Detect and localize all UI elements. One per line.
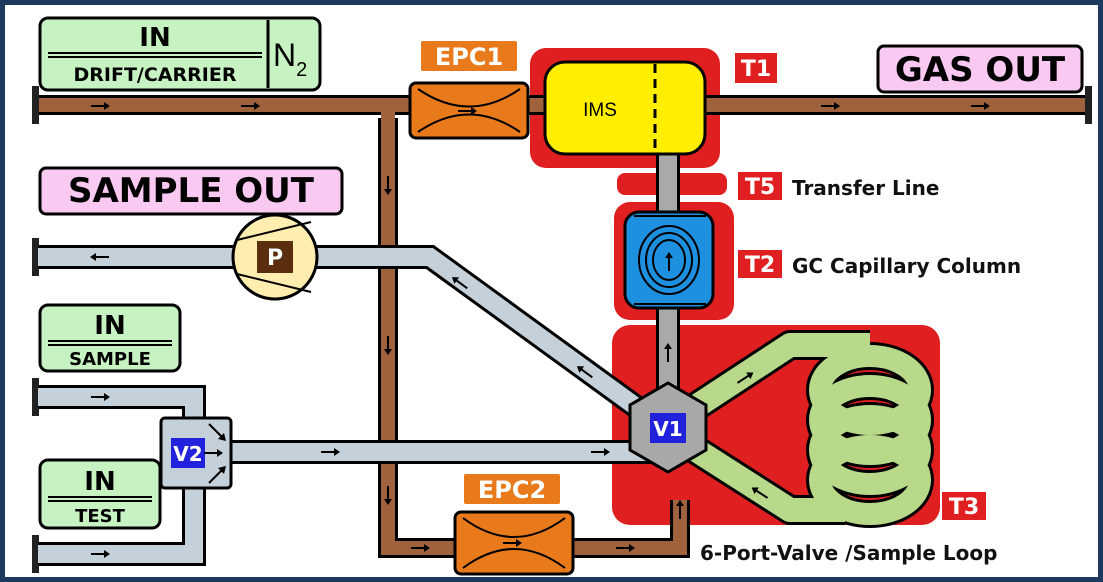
- in-test-label: IN: [84, 467, 115, 497]
- pump-label: P: [267, 246, 283, 271]
- epc2-controller: EPC2: [453, 474, 575, 576]
- t3-badge: [942, 492, 986, 520]
- in-drift-carrier-box: IN DRIFT/CARRIER N2: [38, 16, 322, 92]
- valve-loop-label: 6-Port-Valve /Sample Loop: [700, 541, 997, 565]
- in-sample-label: IN: [94, 311, 125, 341]
- cap-drift-in: [32, 86, 39, 124]
- v2-label: V2: [173, 442, 202, 466]
- gas-out-box: [876, 44, 1084, 94]
- sample-loop: [659, 330, 934, 528]
- cap-sample-in: [32, 378, 39, 416]
- transfer-line-label: Transfer Line: [792, 176, 939, 200]
- n2-label: N2: [273, 37, 307, 81]
- sample-out-label: SAMPLE OUT: [68, 171, 315, 211]
- drift-carrier-label: DRIFT/CARRIER: [74, 64, 237, 86]
- t2-badge: [738, 250, 782, 278]
- t2-label: T2: [745, 253, 775, 278]
- ims-detector: IMS: [543, 60, 707, 156]
- t3-label: T3: [949, 495, 979, 520]
- gas-out-label: GAS OUT: [895, 50, 1066, 90]
- valve-v1: V1: [628, 381, 708, 474]
- in-test-box: IN TEST: [38, 458, 162, 530]
- in-drift-label: IN: [139, 23, 170, 53]
- sample-out-box: [38, 166, 344, 216]
- epc1-controller: EPC1: [408, 41, 530, 140]
- gc-column-label: GC Capillary Column: [792, 254, 1021, 278]
- gc-capillary-column: [623, 210, 715, 310]
- cap-sample-out: [32, 238, 39, 276]
- sample-label: SAMPLE: [69, 349, 151, 370]
- t5-label: T5: [745, 175, 775, 200]
- cap-gas-out: [1085, 86, 1092, 124]
- pump: P: [231, 213, 319, 301]
- cap-test-in: [32, 535, 39, 573]
- test-label: TEST: [75, 506, 126, 527]
- in-sample-box: IN SAMPLE: [38, 303, 182, 373]
- t5-badge: [738, 172, 782, 200]
- v1-label: V1: [653, 417, 682, 441]
- t1-label: T1: [741, 57, 771, 82]
- valve-v2: V2: [159, 416, 233, 490]
- t1-badge: [735, 53, 777, 83]
- ims-label: IMS: [583, 100, 617, 121]
- epc1-label: EPC1: [435, 43, 503, 71]
- epc2-label: EPC2: [478, 476, 546, 504]
